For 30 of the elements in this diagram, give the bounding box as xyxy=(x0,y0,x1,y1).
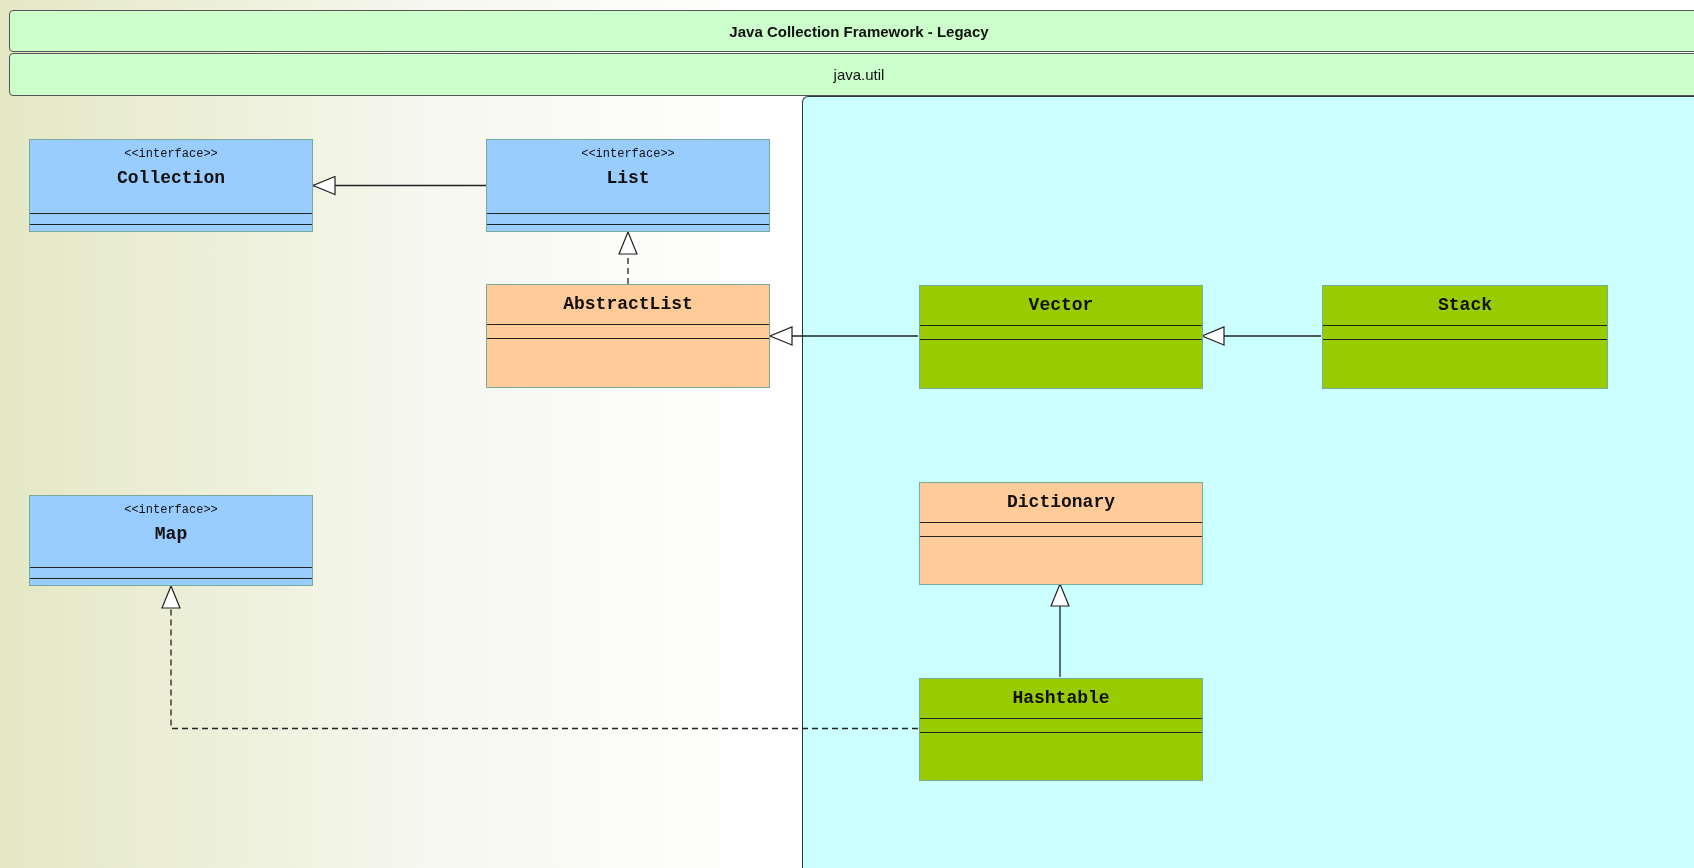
title-bar xyxy=(9,10,1694,52)
class-name: Stack xyxy=(1438,295,1492,315)
class-box xyxy=(1322,285,1608,389)
class-name: Hashtable xyxy=(1012,688,1110,708)
stereotype-label: <<interface>> xyxy=(124,503,218,517)
class-box xyxy=(919,678,1203,781)
generalization-arrow xyxy=(1201,326,1322,346)
stereotype-label: <<interface>> xyxy=(124,147,218,161)
package-area xyxy=(802,96,1694,868)
realization-arrow xyxy=(618,231,638,285)
realization-arrow xyxy=(161,585,919,730)
class-box xyxy=(919,285,1203,389)
generalization-arrow xyxy=(1050,583,1070,678)
interface-box xyxy=(29,495,313,586)
interface-box xyxy=(486,139,770,232)
class-name: AbstractList xyxy=(563,294,693,314)
interface-box xyxy=(29,139,313,232)
package-name-bar xyxy=(9,53,1694,96)
class-name: Collection xyxy=(117,168,225,188)
class-name: Dictionary xyxy=(1007,492,1115,512)
class-box xyxy=(486,284,770,388)
class-name: Map xyxy=(154,524,188,544)
class-name: Vector xyxy=(1028,295,1094,315)
stereotype-label: <<interface>> xyxy=(581,147,675,161)
generalization-arrow xyxy=(769,326,919,346)
title-label: Java Collection Framework - Legacy xyxy=(729,22,989,40)
generalization-arrow xyxy=(312,175,487,196)
package-name: java.util xyxy=(833,66,885,83)
class-name: List xyxy=(606,168,650,188)
class-box xyxy=(919,482,1203,585)
